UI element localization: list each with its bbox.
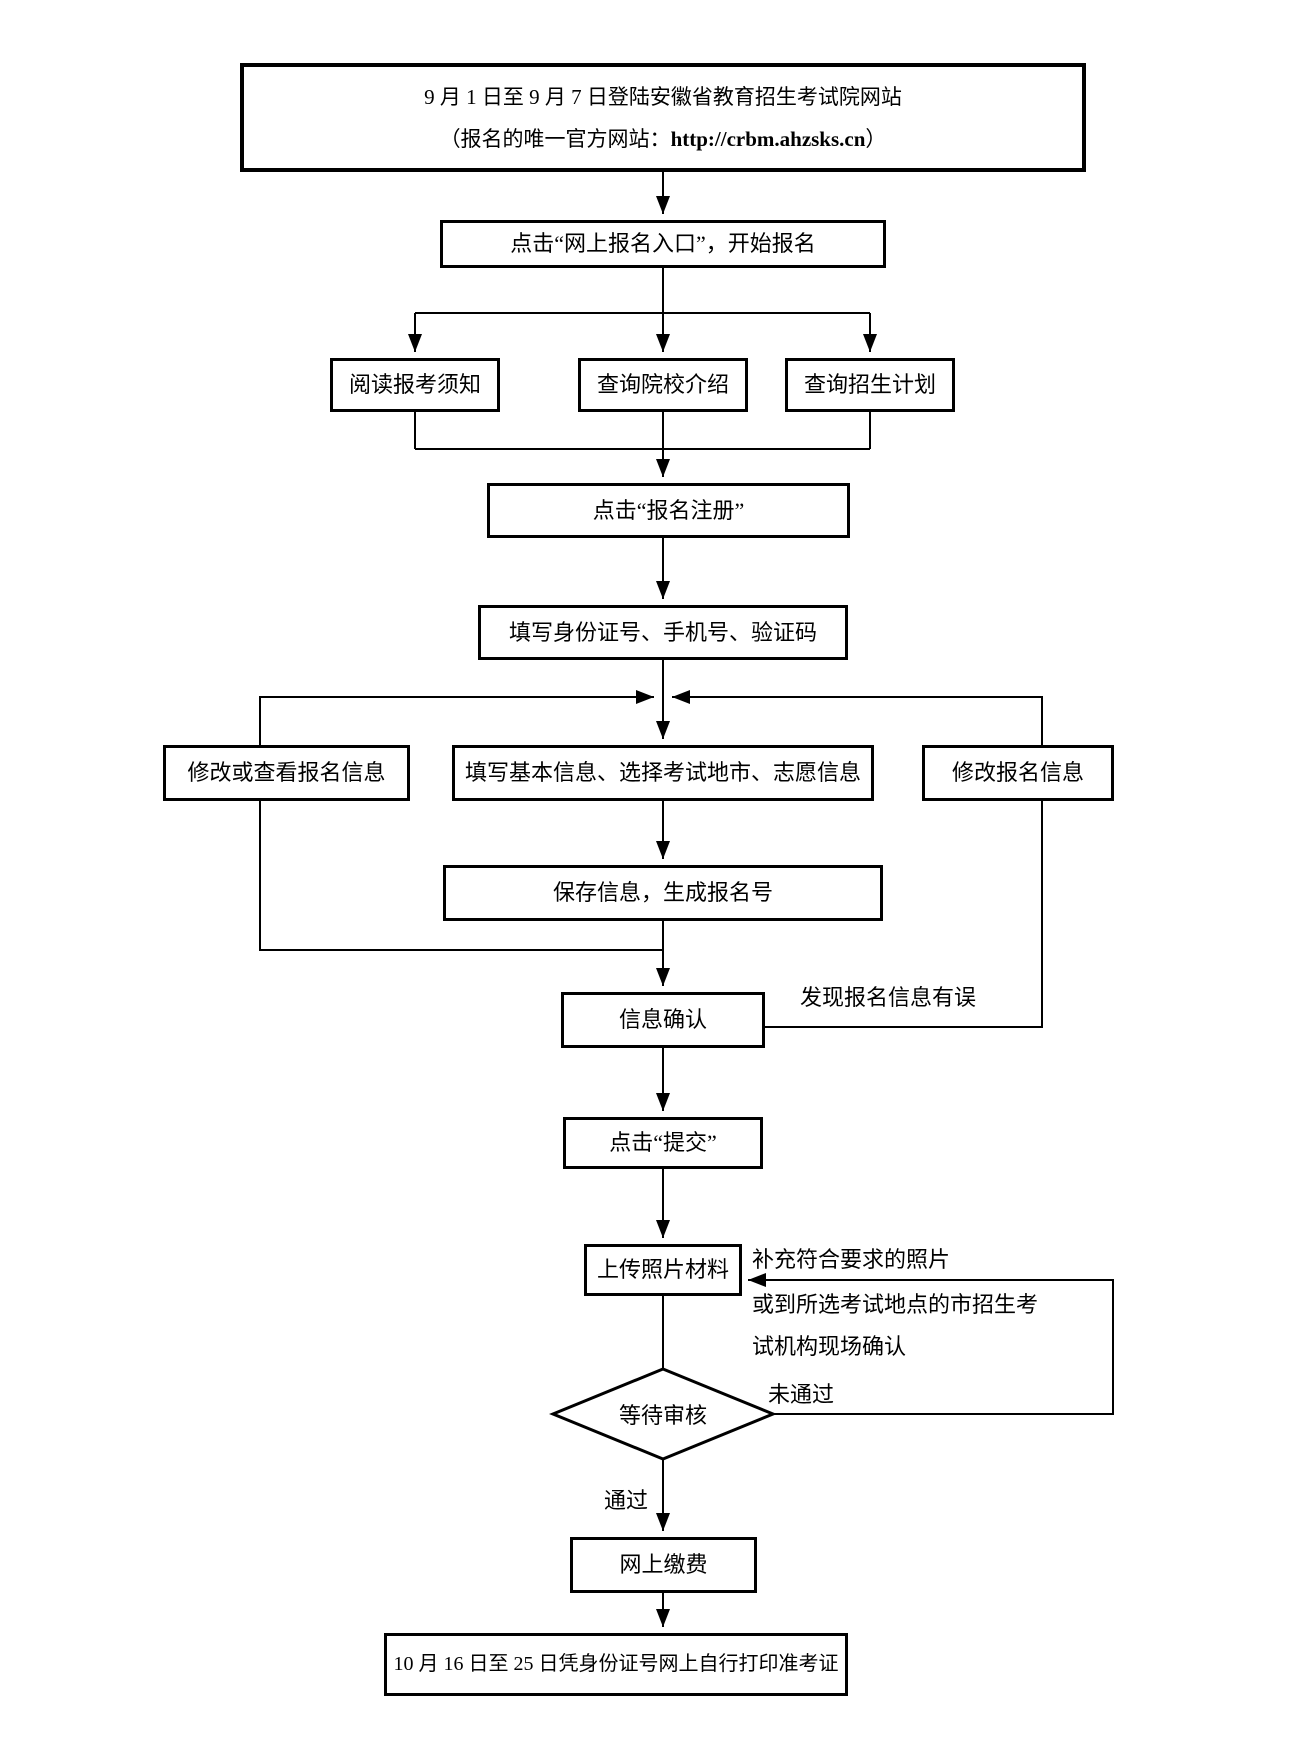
- edge-label-not-passed: 未通过: [768, 1382, 835, 1407]
- node-register: 点击“报名注册”: [487, 483, 850, 538]
- node-fill-info: 填写基本信息、选择考试地市、志愿信息: [452, 745, 874, 801]
- edge-label-supplement-line2: 或到所选考试地点的市招生考: [752, 1292, 1039, 1317]
- edge-label-supplement-line3: 试机构现场确认: [752, 1334, 907, 1359]
- node-read-notice: 阅读报考须知: [330, 358, 500, 412]
- node-fill-id: 填写身份证号、手机号、验证码: [478, 605, 848, 660]
- node-print: 10 月 16 日至 25 日凭身份证号网上自行打印准考证: [384, 1633, 848, 1696]
- node-school-info: 查询院校介绍: [578, 358, 748, 412]
- edge-review-notpassed-upload: [748, 1273, 1114, 1415]
- edge-label-error-found: 发现报名信息有误: [800, 985, 977, 1010]
- node-modify-view: 修改或查看报名信息: [163, 745, 410, 801]
- node-modify: 修改报名信息: [922, 745, 1114, 801]
- node-submit: 点击“提交”: [563, 1117, 763, 1169]
- node-upload: 上传照片材料: [584, 1244, 742, 1296]
- node-entry: 点击“网上报名入口”，开始报名: [440, 220, 886, 268]
- edge-loop-modify-view: [259, 690, 663, 951]
- node-save: 保存信息，生成报名号: [443, 865, 883, 921]
- node-confirm: 信息确认: [561, 992, 765, 1048]
- edge-entry-branch-trunk: [415, 268, 870, 314]
- edge-label-passed: 通过: [603, 1488, 648, 1513]
- edge-loop-modify: [672, 690, 1043, 1028]
- website-url-suffix: ）: [865, 126, 887, 151]
- website-line2: （报名的唯一官方网站：http://crbm.ahzsks.cn）: [440, 118, 887, 160]
- node-pay: 网上缴费: [570, 1537, 757, 1593]
- review-diamond-shape: [549, 1367, 777, 1461]
- node-review-label: 等待审核: [618, 1403, 707, 1428]
- node-website: 9 月 1 日至 9 月 7 日登陆安徽省教育招生考试院网站 （报名的唯一官方网…: [240, 63, 1086, 172]
- edge-label-supplement-line1: 补充符合要求的照片: [752, 1247, 951, 1272]
- website-line1: 9 月 1 日至 9 月 7 日登陆安徽省教育招生考试院网站: [424, 84, 902, 109]
- website-url-prefix: （报名的唯一官方网站：: [439, 126, 671, 151]
- node-enroll-plan: 查询招生计划: [785, 358, 955, 412]
- website-url: http://crbm.ahzsks.cn: [670, 126, 866, 151]
